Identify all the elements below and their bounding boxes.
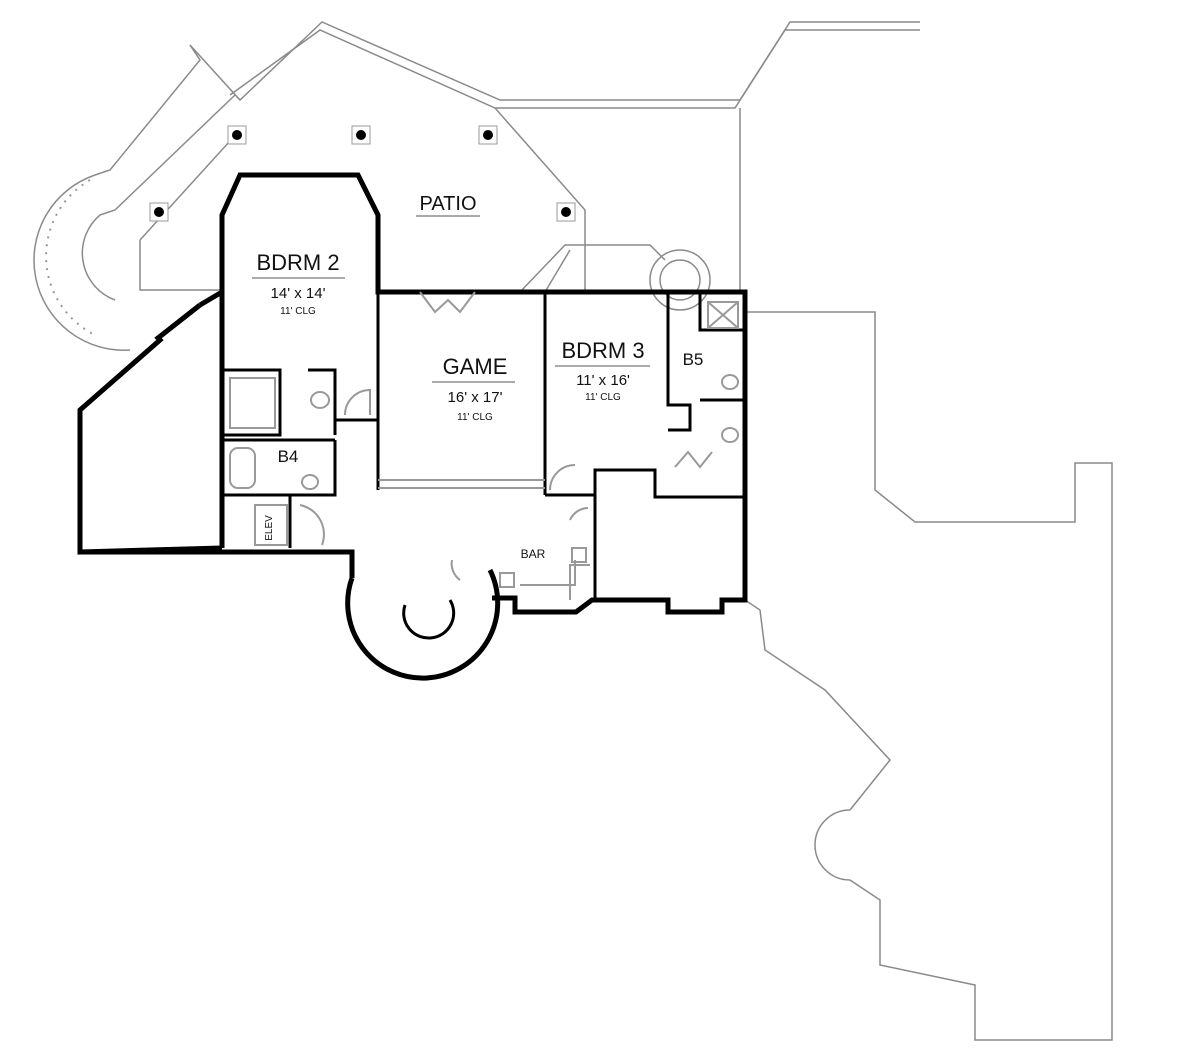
patio-columns [149, 125, 576, 222]
b4-label: B4 [278, 447, 299, 466]
game-size: 16' x 17' [448, 389, 503, 406]
lower-level-outline [744, 311, 1113, 1041]
game-label: GAME [443, 354, 508, 379]
exterior-walls [77, 172, 748, 681]
exterior-spiral-stair [33, 44, 236, 351]
bar-label: BAR [521, 547, 546, 561]
game-ceiling: 11' CLG [457, 412, 493, 423]
elev-label: ELEV [264, 515, 275, 541]
fixtures [229, 301, 739, 588]
bdrm3-size: 11' x 16' [576, 372, 630, 389]
bdrm2-label: BDRM 2 [256, 250, 339, 275]
bdrm2-ceiling: 11' CLG [280, 306, 316, 317]
doors [299, 291, 713, 581]
patio-label: PATIO [419, 193, 476, 215]
interior-walls [222, 292, 745, 600]
bdrm3-label: BDRM 3 [561, 338, 644, 363]
bdrm2-size: 14' x 14' [271, 285, 326, 302]
b5-label: B5 [683, 350, 704, 369]
bdrm3-ceiling: 11' CLG [585, 392, 621, 403]
patio-outline [139, 21, 920, 311]
